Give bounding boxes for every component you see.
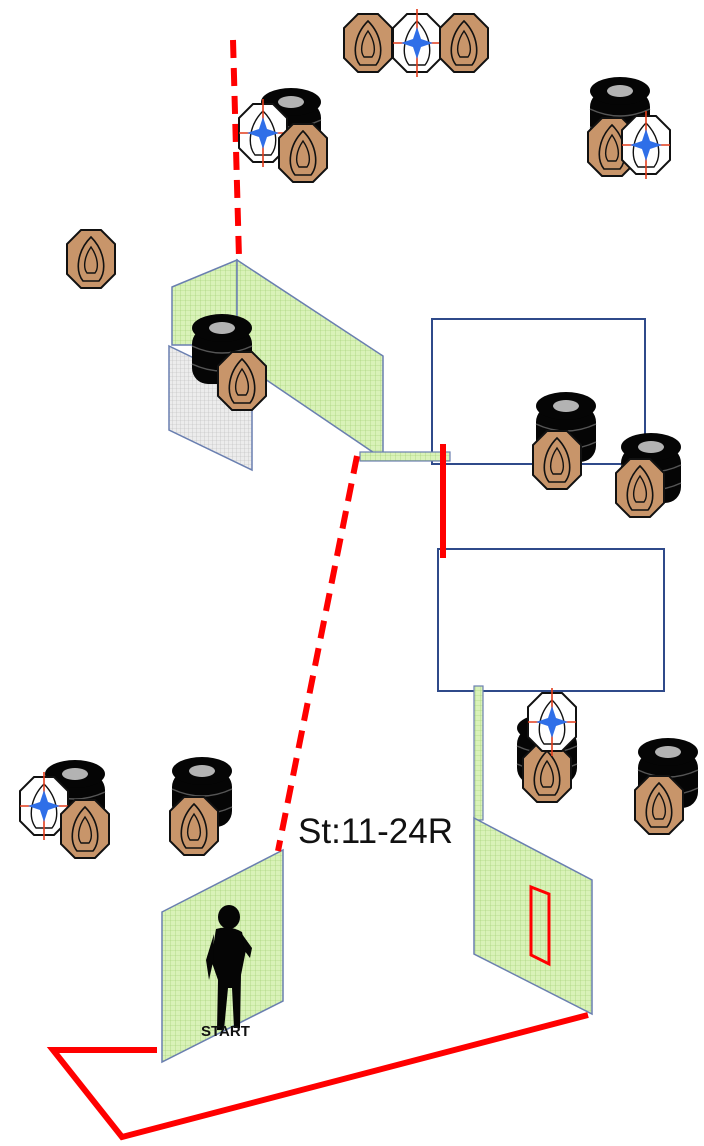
paper-target <box>634 775 684 835</box>
fault-line-start-area <box>46 1012 589 1141</box>
vertical-strip-wall <box>473 685 484 821</box>
stage-label: St:11-24R <box>298 812 453 851</box>
paper-target <box>278 123 328 183</box>
fault-line-diagonal <box>275 455 360 852</box>
no-shoot-target <box>392 8 442 78</box>
paper-target <box>217 351 267 411</box>
connector-strip <box>359 451 451 462</box>
port-wall <box>473 816 593 1016</box>
fault-line-top <box>230 39 242 259</box>
paper-target <box>343 13 393 73</box>
start-label: START <box>201 1023 250 1040</box>
paper-target <box>169 796 219 856</box>
shooter-silhouette <box>206 905 252 1030</box>
paper-target <box>532 430 582 490</box>
shooting-box-lower <box>437 548 665 692</box>
paper-target <box>60 799 110 859</box>
paper-target <box>66 229 116 289</box>
window-port <box>529 884 551 967</box>
paper-target <box>615 458 665 518</box>
paper-target <box>522 743 572 803</box>
paper-target <box>439 13 489 73</box>
